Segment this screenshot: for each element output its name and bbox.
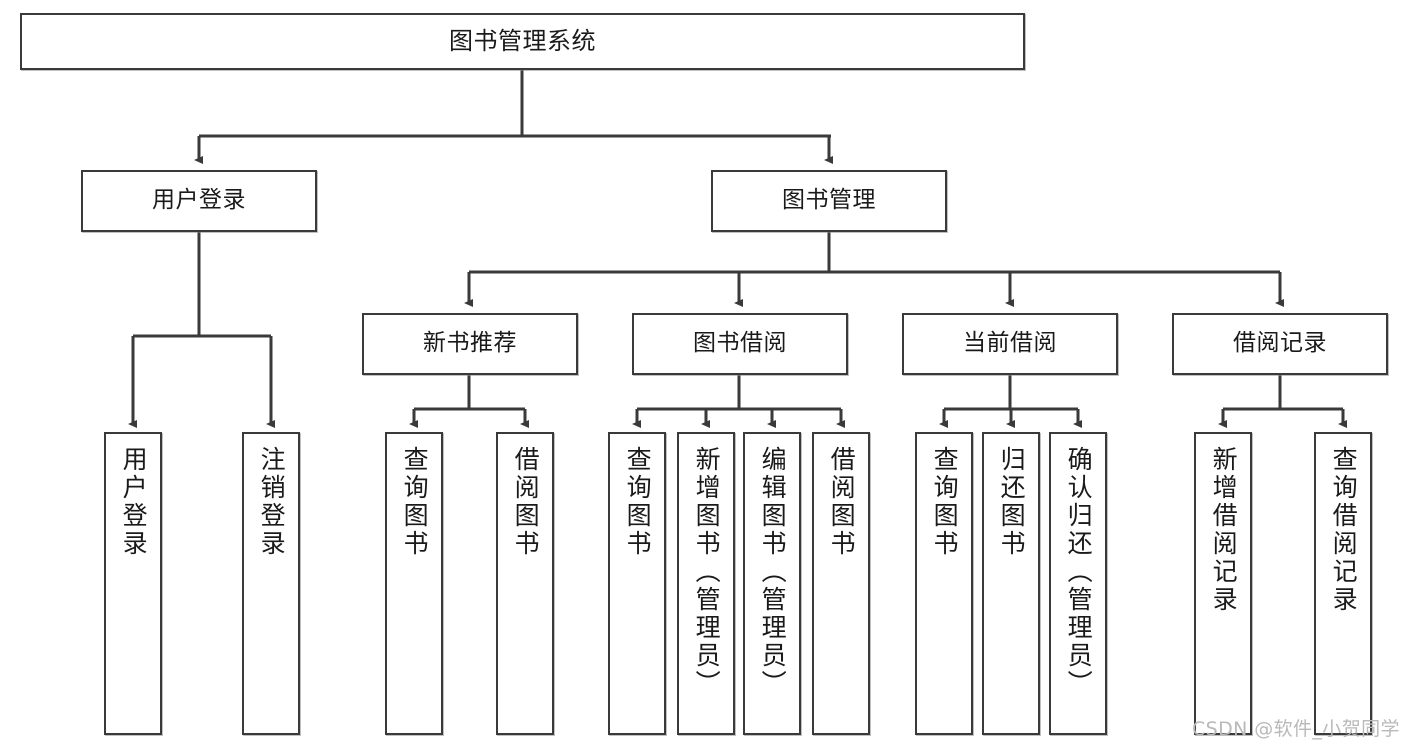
node-current-borrow[interactable]: 当前借阅: [902, 313, 1118, 375]
node-root-book-management-system[interactable]: 图书管理系统: [20, 13, 1025, 70]
node-book-borrow[interactable]: 图书借阅: [632, 313, 848, 375]
leaf-new-book-query-books[interactable]: 查询图书: [385, 432, 443, 735]
node-label: 图书管理系统: [449, 27, 596, 56]
leaf-borrow-record-add-record[interactable]: 新增借阅记录: [1194, 432, 1252, 735]
node-label: 用户登录: [152, 187, 246, 214]
node-label: 新增借阅记录: [1209, 446, 1239, 614]
node-label: 借阅记录: [1233, 330, 1327, 357]
node-label: 新增图书（管理员）: [692, 446, 722, 698]
node-label: 新书推荐: [423, 330, 517, 357]
node-label: 查询图书: [930, 446, 960, 558]
node-label: 编辑图书（管理员）: [758, 446, 788, 698]
leaf-user-login-login[interactable]: 用户登录: [104, 432, 162, 735]
node-label: 查询图书: [400, 446, 430, 558]
node-user-login[interactable]: 用户登录: [81, 170, 317, 232]
node-label: 用户登录: [119, 446, 149, 558]
leaf-book-borrow-query-books[interactable]: 查询图书: [608, 432, 666, 735]
leaf-current-borrow-query-books[interactable]: 查询图书: [915, 432, 973, 735]
leaf-book-borrow-borrow-books[interactable]: 借阅图书: [812, 432, 870, 735]
node-label: 注销登录: [257, 446, 287, 558]
leaf-new-book-borrow-books[interactable]: 借阅图书: [496, 432, 554, 735]
node-new-book-recommend[interactable]: 新书推荐: [362, 313, 578, 375]
node-label: 借阅图书: [511, 446, 541, 558]
node-label: 图书管理: [782, 187, 876, 214]
node-borrow-record[interactable]: 借阅记录: [1172, 313, 1388, 375]
node-label: 确认归还（管理员）: [1064, 446, 1094, 698]
node-label: 当前借阅: [963, 330, 1057, 357]
node-label: 归还图书: [997, 446, 1027, 558]
leaf-book-borrow-edit-book-admin[interactable]: 编辑图书（管理员）: [743, 432, 801, 735]
node-label: 查询借阅记录: [1329, 446, 1359, 614]
node-label: 借阅图书: [827, 446, 857, 558]
node-book-management[interactable]: 图书管理: [711, 170, 947, 232]
leaf-current-borrow-return-books[interactable]: 归还图书: [982, 432, 1040, 735]
leaf-borrow-record-query-record[interactable]: 查询借阅记录: [1314, 432, 1372, 735]
leaf-book-borrow-add-book-admin[interactable]: 新增图书（管理员）: [677, 432, 735, 735]
csdn-watermark: CSDN @软件_小贺同学: [1192, 718, 1400, 740]
node-label: 查询图书: [623, 446, 653, 558]
leaf-user-login-logout[interactable]: 注销登录: [242, 432, 300, 735]
leaf-current-borrow-confirm-return-admin[interactable]: 确认归还（管理员）: [1049, 432, 1107, 735]
node-label: 图书借阅: [693, 330, 787, 357]
